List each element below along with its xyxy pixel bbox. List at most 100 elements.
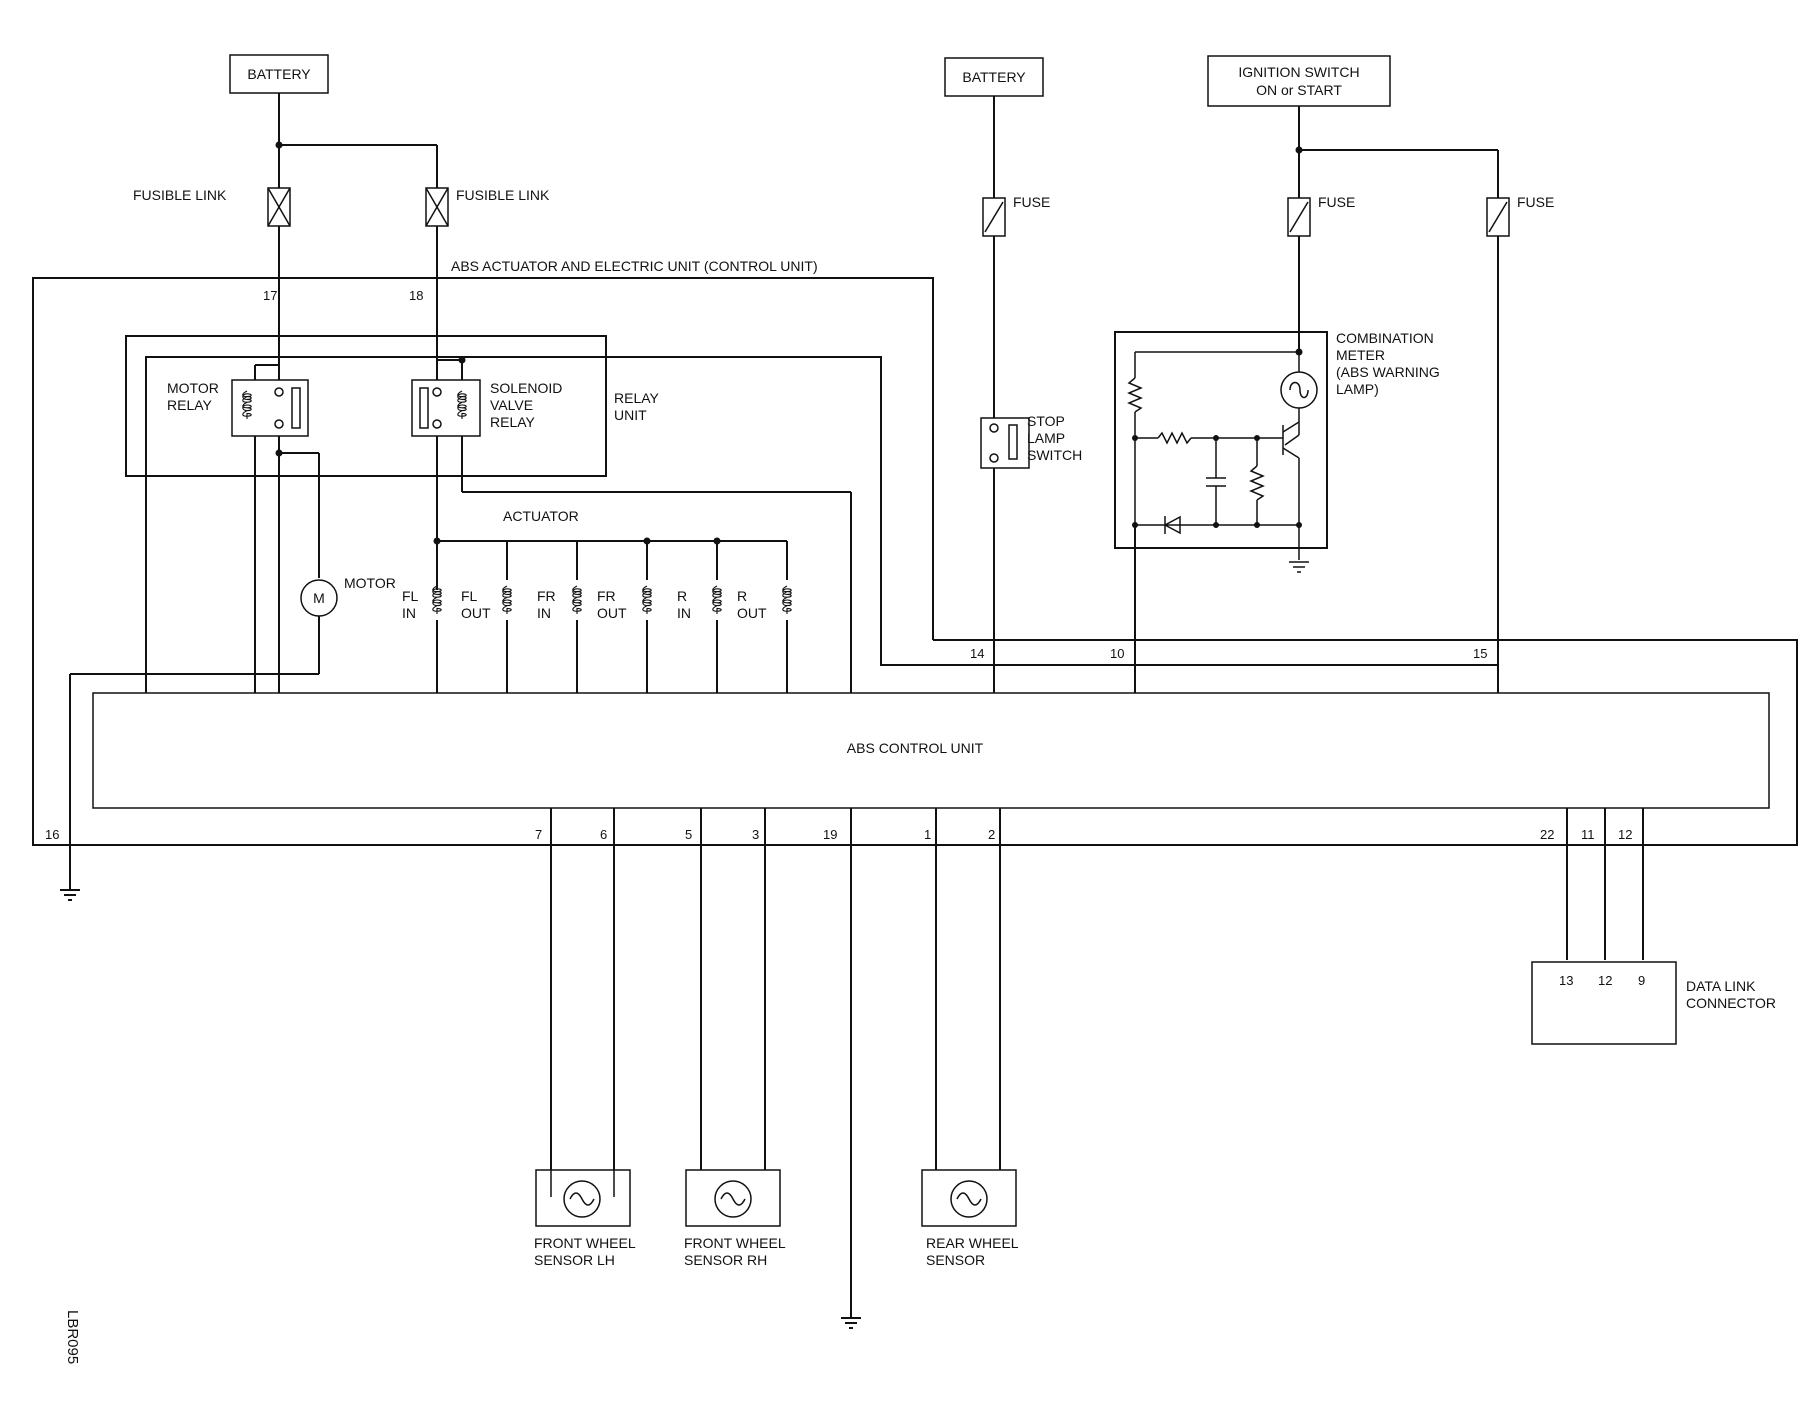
capacitor-icon: [1206, 477, 1226, 487]
stop-lamp-switch-icon: [980, 417, 1030, 469]
pin-2: 2: [988, 827, 995, 842]
stop-lamp-circuit: FUSE STOP LAMP SWITCH: [980, 96, 1082, 693]
r-in-label-1: R: [677, 588, 687, 604]
pin-5: 5: [685, 827, 692, 842]
abs-control-unit-label: ABS CONTROL UNIT: [847, 740, 984, 756]
pin-3: 3: [752, 827, 759, 842]
pin-7: 7: [535, 827, 542, 842]
ignition-label-1: IGNITION SWITCH: [1238, 64, 1359, 80]
ignition-circuit: FUSE FUSE: [1287, 106, 1554, 693]
stop-lamp-label-3: SWITCH: [1027, 447, 1082, 463]
ignition-switch-box: IGNITION SWITCH ON or START: [1207, 55, 1391, 107]
battery-left-wiring: FUSIBLE LINK FUSIBLE LINK: [133, 93, 550, 385]
coil-r-out-icon: [781, 585, 793, 615]
battery-left-box: BATTERY: [229, 54, 329, 94]
pin-17: 17: [263, 288, 277, 303]
rw-label-2: SENSOR: [926, 1252, 985, 1268]
motor-label: MOTOR: [344, 575, 396, 591]
pin-14: 14: [970, 646, 984, 661]
fr-in-label-1: FR: [537, 588, 556, 604]
pin-19-ground-wire: [841, 808, 861, 1329]
data-link-connector: 13 12 9 DATA LINK CONNECTOR: [1531, 808, 1776, 1045]
coil-fl-in-icon: [431, 585, 443, 615]
r-in-label-2: IN: [677, 605, 691, 621]
pin-18: 18: [409, 288, 423, 303]
combo-label-4: LAMP): [1336, 381, 1379, 397]
transistor-icon: [1282, 421, 1300, 459]
fuse-stop-label: FUSE: [1013, 194, 1050, 210]
abs-actuator-unit-outline: ABS ACTUATOR AND ELECTRIC UNIT (CONTROL …: [32, 258, 1798, 846]
motor-icon: M: [300, 579, 338, 617]
relay-unit-label-1: RELAY: [614, 390, 660, 406]
rw-label-1: REAR WHEEL: [926, 1235, 1019, 1251]
pin-22: 22: [1540, 827, 1554, 842]
fusible-link-left-label: FUSIBLE LINK: [133, 187, 227, 203]
fuse-right-label: FUSE: [1517, 194, 1554, 210]
fw-lh-label-2: SENSOR LH: [534, 1252, 615, 1268]
combo-label-1: COMBINATION: [1336, 330, 1434, 346]
pin-6: 6: [600, 827, 607, 842]
battery-mid-box: BATTERY: [944, 57, 1044, 97]
stop-lamp-label-1: STOP: [1027, 413, 1065, 429]
coil-fr-in-icon: [571, 585, 583, 615]
coil-fr-out-icon: [641, 585, 653, 615]
r-out-label-1: R: [737, 588, 747, 604]
fw-rh-label-2: SENSOR RH: [684, 1252, 767, 1268]
pin-16: 16: [45, 827, 59, 842]
dlc-pin-9: 9: [1638, 973, 1645, 988]
fw-rh-label-1: FRONT WHEEL: [684, 1235, 786, 1251]
pin-12: 12: [1618, 827, 1632, 842]
solenoid-valve-relay-icon: [411, 379, 481, 437]
pin-1: 1: [924, 827, 931, 842]
actuator-label: ACTUATOR: [503, 508, 579, 524]
combo-label-2: METER: [1336, 347, 1385, 363]
combo-label-3: (ABS WARNING: [1336, 364, 1440, 380]
battery-left-label: BATTERY: [247, 66, 311, 82]
coil-r-in-icon: [711, 585, 723, 615]
fuse-meter-icon: [1287, 197, 1311, 237]
dlc-pin-13: 13: [1559, 973, 1573, 988]
fw-lh-label-1: FRONT WHEEL: [534, 1235, 636, 1251]
fr-in-label-2: IN: [537, 605, 551, 621]
relay-unit: RELAY UNIT MOTOR RELAY SOLENOID VALVE RE…: [125, 335, 1498, 693]
solenoid-label-1: SOLENOID: [490, 380, 562, 396]
motor-circuit: M MOTOR: [60, 436, 396, 901]
fl-in-label-1: FL: [402, 588, 419, 604]
fl-out-label-1: FL: [461, 588, 478, 604]
fusible-link-left-icon: [267, 187, 291, 227]
abs-control-unit: ABS CONTROL UNIT: [92, 692, 1770, 809]
fl-out-label-2: OUT: [461, 605, 491, 621]
fuse-right-icon: [1486, 197, 1510, 237]
fl-in-label-2: IN: [402, 605, 416, 621]
motor-symbol: M: [313, 590, 325, 606]
pin-19: 19: [823, 827, 837, 842]
fuse-stop-icon: [982, 197, 1006, 237]
front-wheel-sensor-lh: FRONT WHEEL SENSOR LH: [534, 808, 636, 1268]
motor-relay-label-2: RELAY: [167, 397, 213, 413]
solenoid-label-2: VALVE: [490, 397, 533, 413]
fuse-meter-label: FUSE: [1318, 194, 1355, 210]
pin-10: 10: [1110, 646, 1124, 661]
abs-warning-lamp-icon: [1280, 371, 1318, 409]
fr-out-label-2: OUT: [597, 605, 627, 621]
front-wheel-sensor-rh: FRONT WHEEL SENSOR RH: [684, 808, 786, 1268]
motor-relay-label-1: MOTOR: [167, 380, 219, 396]
combination-meter: COMBINATION METER (ABS WARNING LAMP): [1114, 330, 1440, 693]
motor-relay-icon: [231, 379, 309, 437]
fusible-link-right-icon: [425, 187, 449, 227]
coil-fl-out-icon: [501, 585, 513, 615]
pin-11: 11: [1581, 827, 1595, 842]
relay-unit-label-2: UNIT: [614, 407, 647, 423]
actuator-circuit: ACTUATOR FL IN FL OUT FR IN FR OUT R IN …: [402, 436, 852, 693]
fusible-link-right-label: FUSIBLE LINK: [456, 187, 550, 203]
solenoid-label-3: RELAY: [490, 414, 536, 430]
stop-lamp-label-2: LAMP: [1027, 430, 1065, 446]
figure-code: LBR095: [64, 1310, 81, 1364]
r-out-label-2: OUT: [737, 605, 767, 621]
rear-wheel-sensor: REAR WHEEL SENSOR: [921, 808, 1019, 1268]
battery-mid-label: BATTERY: [962, 69, 1026, 85]
dlc-pin-12: 12: [1598, 973, 1612, 988]
ground-meter-icon: [1289, 561, 1309, 573]
dlc-label-1: DATA LINK: [1686, 978, 1756, 994]
